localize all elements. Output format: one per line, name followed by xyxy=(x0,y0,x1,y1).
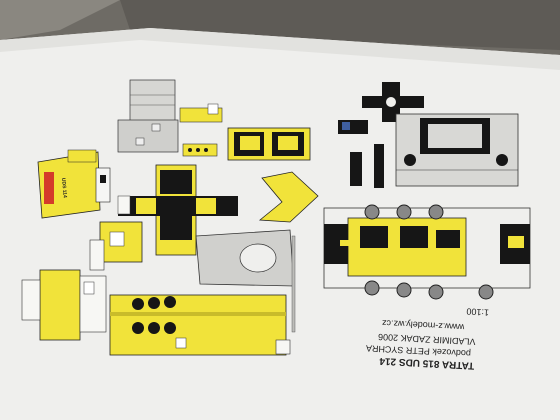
cutout-chassis-frame xyxy=(395,113,519,187)
cutout-chassis-top xyxy=(338,82,424,134)
scale: 1:100 xyxy=(466,306,489,317)
cutout-truck-base xyxy=(323,204,531,300)
cutout-small-tabs xyxy=(179,103,223,157)
cutout-lower-left-panel xyxy=(21,269,107,341)
website: www.z-modely.wz.cz xyxy=(381,318,465,332)
cutout-cab-body xyxy=(117,164,238,256)
background-shadow-top xyxy=(120,0,560,50)
cutout-cab-front xyxy=(227,127,311,161)
background-paper-top-left xyxy=(0,0,120,40)
cutout-white-box xyxy=(89,221,143,271)
paper-edge-shade xyxy=(0,28,560,70)
cutout-bumper-strip xyxy=(258,171,319,223)
model-name: TATRA 815 UDS 214 xyxy=(379,355,475,371)
cutout-thin-strip xyxy=(291,235,296,333)
cutout-platform xyxy=(109,294,291,356)
cutout-floor-plate xyxy=(195,229,295,287)
cutout-black-strips xyxy=(350,144,384,188)
cutout-grey-roof xyxy=(117,79,179,153)
side-panel-label: UDS 114 xyxy=(60,178,68,199)
cutout-side-panel xyxy=(37,149,111,219)
